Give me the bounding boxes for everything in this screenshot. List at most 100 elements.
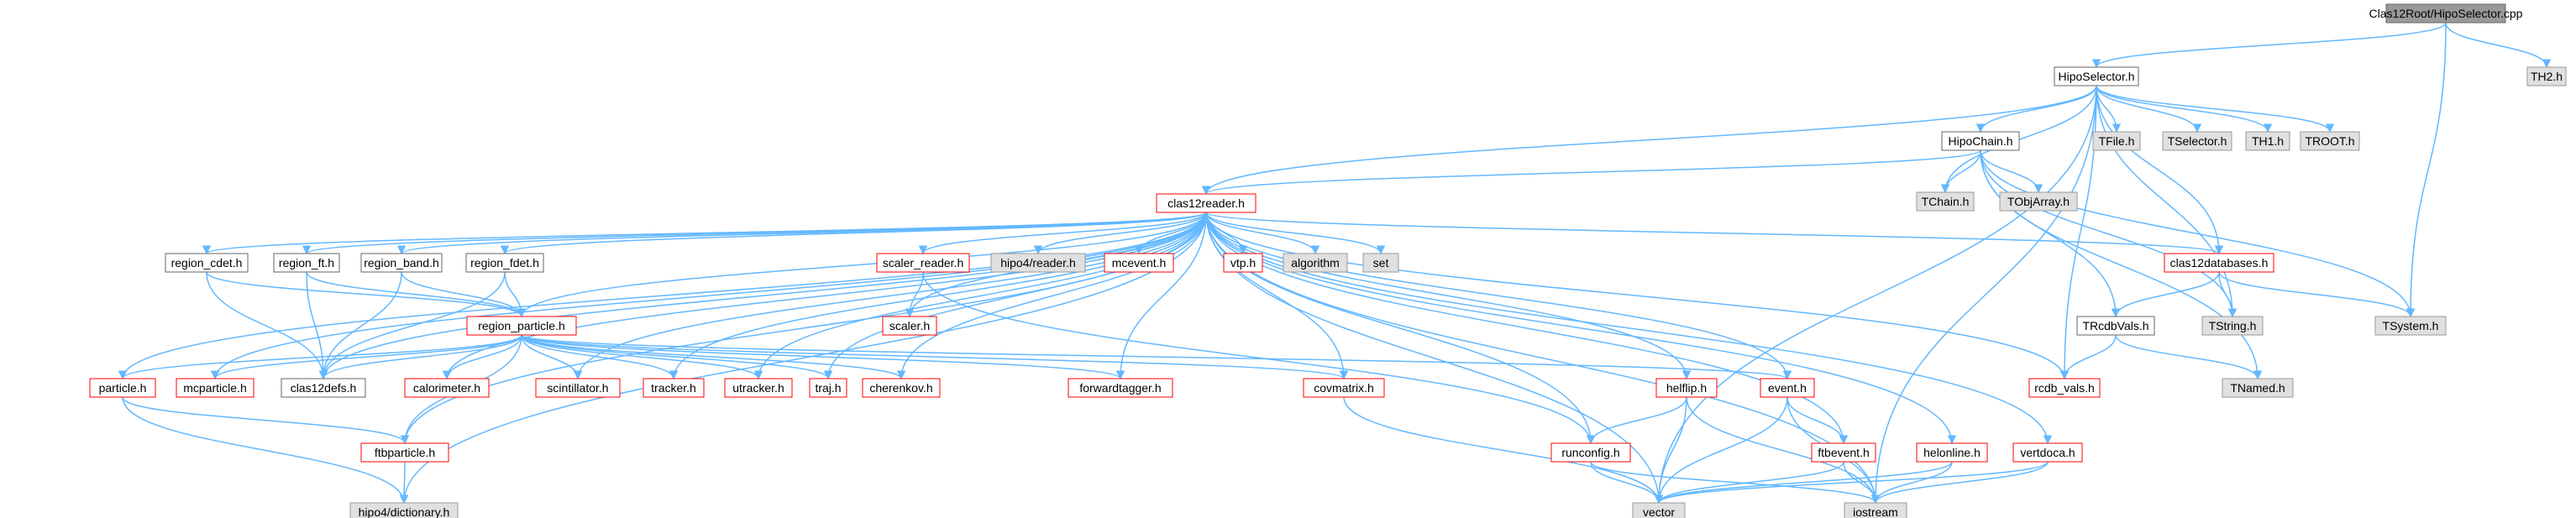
- node-scintillator[interactable]: scintillator.h: [535, 378, 621, 398]
- edge-clas12reader-to-event: [1205, 212, 1792, 380]
- node-mcparticle[interactable]: mcparticle.h: [176, 378, 254, 398]
- node-box: [2054, 66, 2139, 86]
- node-box: [404, 378, 490, 398]
- node-label: TNamed.h: [2230, 381, 2285, 395]
- edge-region_particle-to-calorimeter: [442, 334, 522, 380]
- node-clas12databases[interactable]: clas12databases.h: [2164, 253, 2274, 273]
- node-box: [2164, 253, 2274, 273]
- node-particle[interactable]: particle.h: [89, 378, 156, 398]
- edge-event-to-ftbevent: [1786, 396, 1849, 445]
- node-forwardtagger[interactable]: forwardtagger.h: [1068, 378, 1173, 398]
- edge-region_particle-to-covmatrix: [521, 334, 1348, 380]
- node-traj[interactable]: traj.h: [809, 378, 847, 398]
- edge-event-to-vector: [1654, 396, 1788, 505]
- edge-clas12reader-to-region_particle: [517, 212, 1207, 318]
- node-box: [1999, 191, 2078, 212]
- node-label: HipoSelector.h: [2058, 70, 2134, 83]
- edge-region_particle-to-particle: [118, 334, 522, 380]
- node-ftbevent[interactable]: ftbevent.h: [1811, 442, 1876, 463]
- node-utracker[interactable]: utracker.h: [724, 378, 793, 398]
- node-layer: Clas12Root/HipoSelector.cppHipoSelector.…: [89, 3, 2567, 518]
- node-label: TChain.h: [1922, 195, 1970, 208]
- node-label: TFile.h: [2099, 134, 2135, 148]
- edge-scaler_reader-to-runconfig: [922, 271, 1596, 445]
- edge-runconfig-to-iostream: [1590, 461, 1881, 505]
- node-trcdbvals[interactable]: TRcdbVals.h: [2076, 316, 2155, 336]
- edge-hiposelector-to-tselector: [2096, 85, 2202, 133]
- node-tracker[interactable]: tracker.h: [643, 378, 705, 398]
- node-scaler[interactable]: scaler.h: [882, 316, 937, 336]
- node-region_cdet[interactable]: region_cdet.h: [165, 253, 249, 273]
- node-region_band[interactable]: region_band.h: [360, 253, 443, 273]
- node-box: [724, 378, 793, 398]
- node-covmatrix[interactable]: covmatrix.h: [1303, 378, 1385, 398]
- edge-region_cdet-to-region_particle: [206, 271, 527, 318]
- edge-clas12reader-to-algorithm: [1205, 212, 1320, 255]
- node-hipochain[interactable]: HipoChain.h: [1941, 131, 2020, 151]
- node-region_particle[interactable]: region_particle.h: [466, 316, 577, 336]
- node-label: scaler_reader.h: [883, 256, 964, 269]
- node-hiposelector[interactable]: HipoSelector.h: [2054, 66, 2139, 86]
- node-box: [2162, 131, 2232, 151]
- node-box: [1223, 253, 1263, 273]
- edge-hiposelector-to-hipochain: [1975, 85, 2097, 133]
- node-region_fdet[interactable]: region_fdet.h: [465, 253, 544, 273]
- edge-region_particle-to-traj: [521, 334, 833, 380]
- node-th1: TH1.h: [2245, 131, 2290, 151]
- edge-region_particle-to-forwardtagger: [521, 334, 1125, 380]
- edge-clas12reader-to-scaler_reader: [918, 212, 1207, 255]
- edge-clas12reader-to-forwardtagger: [1115, 212, 1207, 380]
- node-box: [2245, 131, 2290, 151]
- node-label: rcdb_vals.h: [2034, 381, 2095, 395]
- edge-clas12reader-to-helflip: [1205, 212, 1692, 380]
- node-label: clas12reader.h: [1167, 196, 1245, 210]
- node-helonline[interactable]: helonline.h: [1916, 442, 1988, 463]
- edge-region_band-to-region_particle: [401, 271, 527, 318]
- edge-region_particle-to-tracker: [521, 334, 679, 380]
- node-label: TObjArray.h: [2007, 195, 2070, 208]
- edge-region_particle-to-clas12defs: [318, 334, 522, 380]
- node-label: scaler.h: [889, 319, 930, 332]
- node-label: calorimeter.h: [413, 381, 480, 395]
- edge-hiposelector-to-troot: [2096, 85, 2335, 133]
- node-clas12defs[interactable]: clas12defs.h: [281, 378, 366, 398]
- node-label: TSelector.h: [2168, 134, 2227, 148]
- node-tstring: TString.h: [2201, 316, 2264, 336]
- node-tchain: TChain.h: [1916, 191, 1975, 212]
- node-label: TString.h: [2209, 319, 2257, 332]
- node-label: TSystem.h: [2383, 319, 2439, 332]
- node-vertdoca[interactable]: vertdoca.h: [2012, 442, 2083, 463]
- node-ftbparticle[interactable]: ftbparticle.h: [360, 442, 449, 463]
- node-label: vertdoca.h: [2020, 446, 2075, 459]
- node-mcevent[interactable]: mcevent.h: [1104, 253, 1174, 273]
- node-clas12reader[interactable]: clas12reader.h: [1156, 193, 1257, 213]
- node-helflip[interactable]: helflip.h: [1655, 378, 1718, 398]
- edge-clas12reader-to-runconfig: [1205, 212, 1596, 445]
- node-label: hipo4/dictionary.h: [359, 505, 450, 518]
- node-box: [1941, 131, 2020, 151]
- node-box: [2300, 131, 2360, 151]
- node-th2: TH2.h: [2526, 66, 2567, 86]
- node-region_ft[interactable]: region_ft.h: [273, 253, 340, 273]
- node-event[interactable]: event.h: [1760, 378, 1815, 398]
- node-scaler_reader[interactable]: scaler_reader.h: [876, 253, 970, 273]
- node-box: [165, 253, 249, 273]
- node-algorithm: algorithm: [1283, 253, 1348, 273]
- edge-clas12databases-to-tsystem: [2218, 271, 2416, 318]
- node-rcdb_vals[interactable]: rcdb_vals.h: [2028, 378, 2101, 398]
- edge-region_fdet-to-clas12defs: [318, 271, 506, 380]
- node-calorimeter[interactable]: calorimeter.h: [404, 378, 490, 398]
- node-runconfig[interactable]: runconfig.h: [1550, 442, 1631, 463]
- node-box: [2028, 378, 2101, 398]
- node-root[interactable]: Clas12Root/HipoSelector.cpp: [2369, 3, 2523, 24]
- node-label: mcparticle.h: [183, 381, 246, 395]
- edge-clas12reader-to-traj: [823, 212, 1207, 380]
- node-vtp[interactable]: vtp.h: [1223, 253, 1263, 273]
- edge-trcdbvals-to-rcdb_vals: [2059, 334, 2117, 380]
- node-label: HipoChain.h: [1948, 134, 2012, 148]
- node-tnamed: TNamed.h: [2222, 378, 2294, 398]
- edge-helflip-to-vector: [1654, 396, 1687, 505]
- node-box: [465, 253, 544, 273]
- node-cherenkov[interactable]: cherenkov.h: [862, 378, 941, 398]
- node-label: helflip.h: [1666, 381, 1707, 395]
